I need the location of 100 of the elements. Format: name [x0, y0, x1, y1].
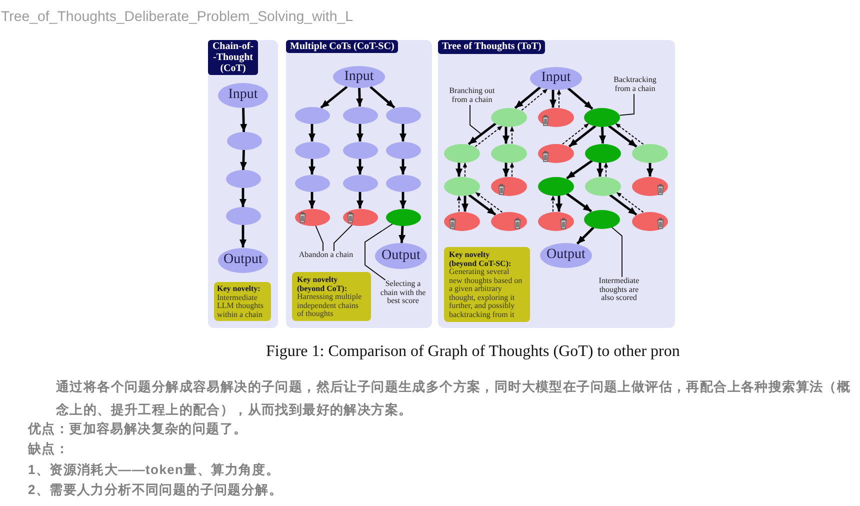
arrow [240, 107, 248, 132]
thought-ellipse [294, 106, 330, 124]
terminal-ellipse [333, 66, 385, 88]
thought-ellipse [444, 176, 480, 196]
note-text: Generating several new thoughts based on a given arbitrary thought, exploring it further, and possibly backtracking from it [449, 268, 523, 319]
paragraph: 通过将各个问题分解成容易解决的子问题，然后让子问题生成多个方案，同时大模型在子问题上做评估，再配合上各种搜索算法（概念上的、提升工程上的配合），从而找到最好的解决方案。 [56, 378, 852, 419]
text-line: 2、需要人力分析不同问题的子问题分解。 [28, 481, 283, 499]
arrow [400, 192, 406, 208]
arrow [356, 158, 364, 174]
arrow [609, 194, 638, 216]
file-name: Tree_of_Thoughts_Deliberate_Problem_Solving_with_L [1, 9, 354, 26]
callout-text: Backtracking from a chain [610, 76, 660, 94]
arrow [646, 162, 654, 176]
node-label: Output [382, 248, 420, 264]
note-text: Harnessing multiple independent chains of thoughts [297, 293, 363, 318]
arrow [400, 124, 406, 142]
arrow [370, 86, 396, 108]
node-label: Input [228, 87, 258, 103]
dashed-arrow [562, 122, 590, 145]
node-label: Input [541, 70, 571, 86]
thought-ellipse [294, 142, 330, 158]
thought-ellipse [585, 144, 621, 162]
callout-text: Branching out from a chain [446, 87, 498, 105]
dashed-arrow [474, 192, 503, 213]
dashed-arrow [604, 162, 608, 178]
arrow [308, 158, 316, 174]
arrow [514, 86, 542, 109]
arrow [468, 122, 496, 146]
thought-ellipse [491, 176, 527, 196]
leader-line [334, 224, 353, 252]
thought-ellipse [444, 212, 480, 230]
thought-ellipse [538, 108, 574, 126]
thought-ellipse [386, 106, 420, 124]
note-box [292, 272, 371, 321]
note-text: Intermediate LLM thoughts within a chain [217, 294, 264, 319]
arrow [596, 162, 604, 177]
dashed-arrow [456, 194, 462, 212]
arrow [468, 194, 496, 216]
arrow [320, 86, 348, 109]
arrow [456, 162, 462, 177]
arrow [356, 192, 364, 208]
dashed-arrow [556, 88, 562, 108]
arrow [550, 89, 556, 108]
arrow [240, 188, 246, 207]
arrow [308, 124, 316, 142]
arrow [608, 124, 638, 148]
thought-ellipse [386, 208, 420, 226]
dashed-arrow [614, 122, 644, 145]
arrow [502, 162, 510, 177]
arrow [356, 124, 364, 142]
callout-text: Intermediate thoughts are also scored [596, 277, 642, 303]
panel [438, 40, 675, 328]
arrow [462, 195, 468, 212]
thought-ellipse [294, 208, 330, 226]
thought-ellipse [386, 174, 420, 192]
callout-text: Selecting a chain with the best score [380, 280, 426, 306]
thought-ellipse [342, 174, 378, 192]
panel-title: Multiple CoTs (CoT-SC) [286, 40, 398, 53]
note-heading: Key novelty: [217, 285, 262, 294]
thought-ellipse [226, 207, 260, 225]
figure-caption: Figure 1: Comparison of Graph of Thoughts (GoT) to other pron [266, 343, 680, 361]
note-heading: Key novelty (beyond CoT): [297, 276, 348, 293]
terminal-ellipse [218, 82, 268, 108]
node-label: Output [546, 247, 586, 263]
dashed-arrow [510, 162, 514, 178]
arrow [308, 192, 316, 208]
note-box [214, 282, 271, 321]
thought-ellipse [226, 170, 260, 188]
arrow [599, 126, 606, 144]
arrow [240, 225, 246, 248]
text-line: 1、资源消耗大——token量、算力角度。 [28, 461, 280, 479]
dashed-arrow [474, 125, 503, 148]
thought-ellipse [342, 142, 378, 158]
node-label: Input [344, 69, 374, 85]
thought-ellipse [342, 106, 378, 124]
arrow [398, 225, 406, 244]
arrow [566, 160, 593, 180]
leader-line [611, 226, 622, 278]
callout-text: Abandon a chain [295, 251, 357, 260]
arrow [568, 124, 596, 148]
text-line: 优点：更加容易解决复杂的问题了。 [28, 420, 248, 438]
thought-ellipse [491, 144, 527, 162]
leader-line [470, 104, 481, 134]
thought-ellipse [538, 212, 574, 230]
panel [208, 40, 278, 328]
dashed-arrow [521, 88, 548, 111]
arrow [556, 195, 562, 212]
thought-ellipse [585, 176, 621, 196]
thought-ellipse [491, 108, 527, 126]
terminal-ellipse [530, 66, 582, 90]
thought-ellipse [444, 144, 480, 162]
arrow [502, 126, 510, 144]
leader-line [619, 94, 634, 116]
thought-ellipse [491, 212, 527, 230]
thought-ellipse [632, 176, 668, 196]
dashed-arrow [616, 192, 644, 213]
dashed-arrow [510, 126, 514, 144]
panel-title: Tree of Thoughts (ToT) [438, 40, 546, 54]
thought-ellipse [584, 210, 620, 228]
thought-ellipse [386, 142, 420, 158]
